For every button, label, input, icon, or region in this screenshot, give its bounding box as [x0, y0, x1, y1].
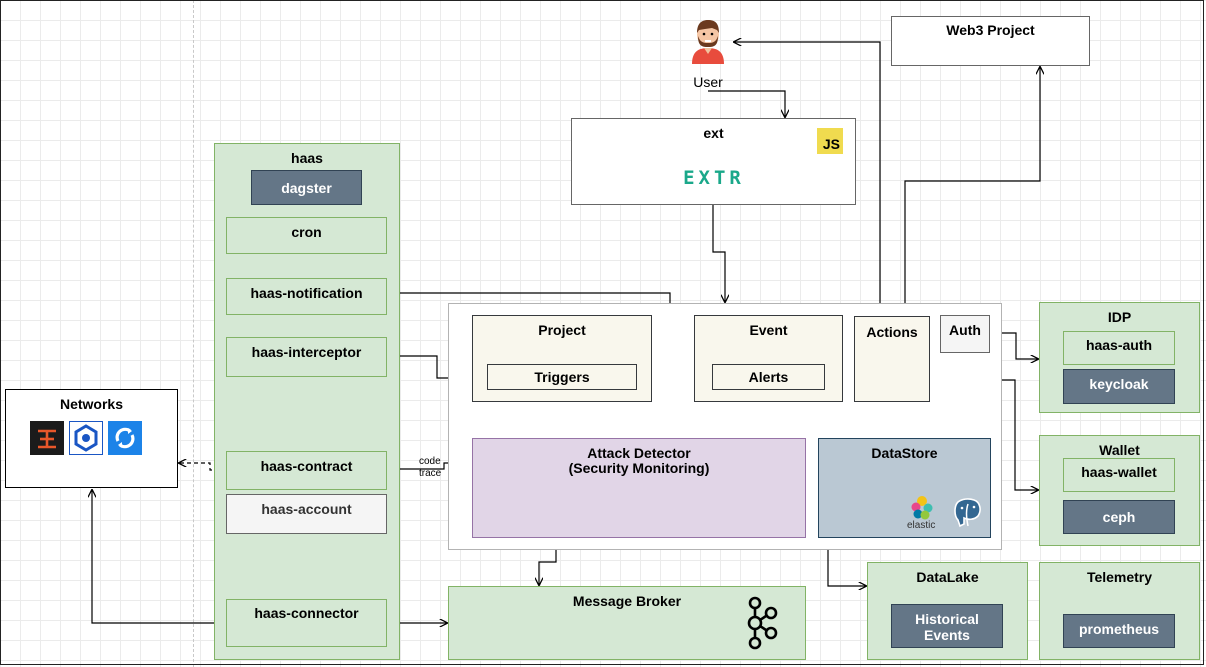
user-label: User: [693, 74, 723, 90]
ext-box: ext JS EXTR: [571, 118, 856, 205]
haas-wallet-box: haas-wallet: [1063, 458, 1175, 492]
haas-notification-label: haas-notification: [250, 285, 363, 301]
haas-interceptor-box: haas-interceptor: [226, 337, 387, 377]
actions-to-web3-arrow: [904, 67, 1040, 316]
datastore-title: DataStore: [871, 445, 938, 461]
haas-contract-label: haas-contract: [260, 458, 353, 474]
auth-box: Auth: [940, 315, 990, 353]
dagster-box: dagster: [251, 170, 362, 205]
actions-box: Actions: [854, 316, 930, 402]
wallet-title: Wallet: [1099, 442, 1140, 458]
chain-logo-icon-2: [69, 421, 103, 455]
networks-box: Networks: [5, 389, 178, 488]
keycloak-box: keycloak: [1063, 369, 1175, 404]
haas-connector-label: haas-connector: [254, 605, 359, 621]
postgresql-icon: [950, 496, 986, 532]
message-broker-title: Message Broker: [572, 593, 682, 609]
web3-project-box: Web3 Project: [891, 16, 1090, 66]
haas-contract-box: haas-contract: [226, 451, 387, 490]
haas-account-label: haas-account: [261, 501, 352, 517]
datastore-box: DataStore elastic: [818, 438, 991, 538]
idp-title: IDP: [1107, 309, 1132, 325]
chain-logo-icon-3: [108, 421, 142, 455]
detector-to-broker-arrow: [539, 538, 557, 585]
historical-events-line1: Historical: [915, 611, 979, 627]
haas-auth-box: haas-auth: [1063, 331, 1175, 365]
ext-to-core-arrow: [712, 205, 725, 302]
trace-annotation: trace: [419, 468, 442, 479]
ext-logo-icon: EXTR: [683, 167, 745, 189]
haas-title: haas: [291, 150, 323, 166]
project-title: Project: [538, 322, 586, 338]
code-annotation: code: [419, 456, 441, 467]
telemetry-title: Telemetry: [1086, 569, 1153, 585]
datastore-to-datalake-arrow: [827, 549, 866, 586]
elastic-label: elastic: [907, 520, 936, 531]
kafka-icon: [743, 596, 779, 650]
canvas-guide-line: [193, 0, 194, 667]
cron-label: cron: [291, 224, 322, 240]
historical-events-box: Historical Events: [891, 604, 1003, 648]
web3-project-title: Web3 Project: [946, 22, 1035, 38]
haas-interceptor-label: haas-interceptor: [251, 344, 362, 360]
cron-box: cron: [226, 217, 387, 254]
haas-auth-label: haas-auth: [1085, 337, 1153, 353]
ceph-box: ceph: [1063, 500, 1175, 534]
event-title: Event: [749, 322, 788, 338]
elastic-icon: [909, 495, 935, 521]
connector-to-networks-arrow: [92, 490, 226, 624]
attack-detector-subtitle: (Security Monitoring): [568, 460, 710, 476]
alerts-box: Alerts: [712, 364, 825, 390]
triggers-box: Triggers: [487, 364, 637, 390]
js-icon: JS: [817, 128, 843, 154]
user-avatar-icon: [690, 18, 726, 64]
prometheus-box: prometheus: [1063, 614, 1175, 648]
chain-logo-icon-1: [30, 421, 64, 455]
attack-detector-box: Attack Detector (Security Monitoring): [472, 438, 806, 538]
message-broker-box: Message Broker: [448, 586, 806, 660]
haas-notification-box: haas-notification: [226, 278, 387, 315]
historical-events-line2: Events: [924, 627, 970, 643]
auth-to-idp-arrow: [990, 332, 1038, 359]
datalake-title: DataLake: [916, 569, 979, 585]
haas-wallet-label: haas-wallet: [1081, 464, 1157, 480]
actions-to-user-arrow: [734, 42, 881, 316]
networks-title: Networks: [59, 396, 124, 412]
ext-title: ext: [703, 125, 724, 141]
haas-connector-box: haas-connector: [226, 599, 387, 647]
actions-title: Actions: [866, 324, 918, 340]
haas-account-box: haas-account: [226, 494, 387, 534]
user-to-ext-arrow: [708, 90, 785, 117]
attack-detector-title: Attack Detector: [587, 445, 691, 461]
